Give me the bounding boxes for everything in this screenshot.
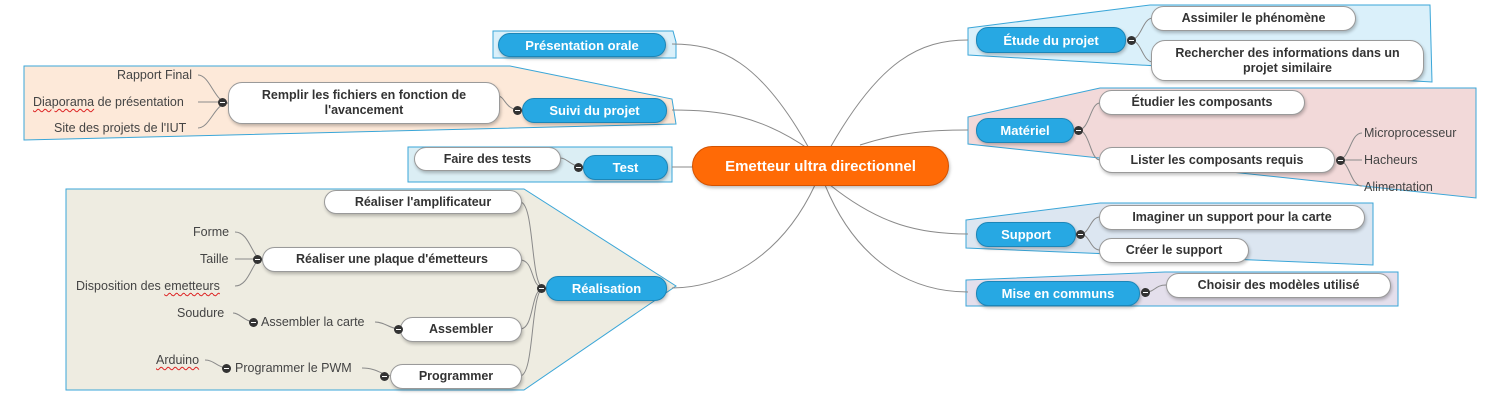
group-bg-realisation (65, 188, 677, 391)
subtopic-faire-des-tests[interactable]: Faire des tests (414, 147, 561, 171)
subtopic-imaginer-support[interactable]: Imaginer un support pour la carte (1099, 205, 1365, 230)
collapse-icon[interactable] (1141, 288, 1150, 297)
leaf-disposition-emetteurs[interactable]: Disposition des emetteurs (76, 279, 220, 293)
leaf-hacheurs[interactable]: Hacheurs (1364, 153, 1418, 167)
subtopic-programmer[interactable]: Programmer (390, 364, 522, 389)
leaf-diaporama-word: Diaporama (33, 95, 95, 109)
topic-suivi-du-projet[interactable]: Suivi du projet (522, 98, 667, 123)
collapse-icon[interactable] (513, 106, 522, 115)
subtopic-etudier-composants[interactable]: Étudier les composants (1099, 90, 1305, 115)
collapse-icon[interactable] (253, 255, 262, 264)
leaf-rapport-final[interactable]: Rapport Final (117, 68, 193, 82)
collapse-icon[interactable] (1074, 126, 1083, 135)
topic-realisation[interactable]: Réalisation (546, 276, 667, 301)
subtopic-realiser-amplificateur[interactable]: Réaliser l'amplificateur (324, 190, 522, 214)
leaf-forme[interactable]: Forme (193, 225, 230, 239)
collapse-icon[interactable] (1076, 230, 1085, 239)
leaf-microprocesseur[interactable]: Microprocesseur (1364, 126, 1457, 140)
subtopic-assimiler-phenomene[interactable]: Assimiler le phénomène (1151, 6, 1356, 31)
leaf-soudure[interactable]: Soudure (177, 306, 225, 320)
topic-mise-en-communs[interactable]: Mise en communs (976, 281, 1140, 306)
topic-support[interactable]: Support (976, 222, 1076, 247)
leaf-arduino[interactable]: Arduino (156, 353, 199, 367)
subtopic-choisir-modeles[interactable]: Choisir des modèles utilisé (1166, 273, 1391, 298)
leaf-assembler-la-carte[interactable]: Assembler la carte (261, 315, 365, 329)
topic-presentation-orale[interactable]: Présentation orale (498, 33, 666, 57)
collapse-icon[interactable] (537, 284, 546, 293)
subtopic-rechercher-informations[interactable]: Rechercher des informations dans un proj… (1151, 40, 1424, 81)
leaf-programmer-pwm[interactable]: Programmer le PWM (235, 361, 352, 375)
subtopic-lister-composants[interactable]: Lister les composants requis (1099, 147, 1335, 173)
leaf-emetteurs-word: emetteurs (164, 279, 220, 293)
collapse-icon[interactable] (249, 318, 258, 327)
topic-etude-du-projet[interactable]: Étude du projet (976, 27, 1126, 53)
collapse-icon[interactable] (1336, 156, 1345, 165)
subtopic-remplir-fichiers[interactable]: Remplir les fichiers en fonction de l'av… (228, 82, 500, 124)
leaf-arduino-word: Arduino (156, 353, 200, 367)
subtopic-creer-support[interactable]: Créer le support (1099, 238, 1249, 263)
collapse-icon[interactable] (222, 364, 231, 373)
collapse-icon[interactable] (380, 372, 389, 381)
leaf-site-projets[interactable]: Site des projets de l'IUT (54, 121, 187, 135)
topic-materiel[interactable]: Matériel (976, 118, 1074, 143)
central-topic[interactable]: Emetteur ultra directionnel (692, 146, 949, 186)
leaf-alimentation[interactable]: Alimentation (1364, 180, 1433, 194)
collapse-icon[interactable] (218, 98, 227, 107)
leaf-diaporama[interactable]: Diaporama de présentation (33, 95, 184, 109)
topic-test[interactable]: Test (583, 155, 668, 180)
collapse-icon[interactable] (574, 163, 583, 172)
leaf-taille[interactable]: Taille (200, 252, 229, 266)
collapse-icon[interactable] (1127, 36, 1136, 45)
subtopic-assembler[interactable]: Assembler (400, 317, 522, 342)
collapse-icon[interactable] (394, 325, 403, 334)
subtopic-realiser-plaque[interactable]: Réaliser une plaque d'émetteurs (262, 247, 522, 272)
